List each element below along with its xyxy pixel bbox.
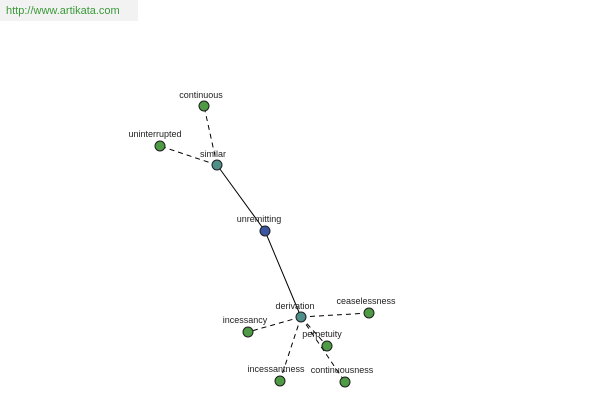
url-banner: http://www.artikata.com bbox=[0, 0, 138, 21]
labels-layer: unremitting similar derivation continuous un… bbox=[128, 90, 396, 375]
edge-derivation-ceaselessness bbox=[300, 312, 370, 318]
edge-derivation-perpetuity bbox=[300, 316, 328, 347]
site-url-link[interactable]: http://www.artikata.com bbox=[6, 4, 120, 17]
edge-derivation-incessancy bbox=[247, 316, 302, 333]
node-label-unremitting[interactable]: unremitting bbox=[237, 214, 282, 224]
node-continuousness[interactable] bbox=[339, 376, 351, 388]
edge-similar-continuous bbox=[203, 105, 218, 166]
node-unremitting[interactable] bbox=[259, 225, 271, 237]
node-label-ceaselessness[interactable]: ceaselessness bbox=[336, 296, 396, 306]
node-incessancy[interactable] bbox=[242, 326, 254, 338]
node-label-continuous[interactable]: continuous bbox=[179, 90, 223, 100]
node-similar[interactable] bbox=[211, 159, 223, 171]
node-incessantness[interactable] bbox=[274, 375, 286, 387]
node-label-derivation[interactable]: derivation bbox=[275, 301, 314, 311]
node-uninterrupted[interactable] bbox=[154, 140, 166, 152]
node-label-perpetuity[interactable]: perpetuity bbox=[302, 329, 342, 339]
edge-unremitting-derivation bbox=[264, 230, 302, 318]
edge-unremitting-similar bbox=[216, 164, 266, 232]
node-derivation[interactable] bbox=[295, 311, 307, 323]
node-perpetuity[interactable] bbox=[321, 340, 333, 352]
node-label-incessancy[interactable]: incessancy bbox=[223, 315, 268, 325]
node-ceaselessness[interactable] bbox=[363, 307, 375, 319]
node-label-uninterrupted[interactable]: uninterrupted bbox=[128, 129, 181, 139]
edges-layer bbox=[159, 105, 370, 383]
node-label-continuousness[interactable]: continuousness bbox=[311, 365, 374, 375]
nodes-layer bbox=[154, 100, 375, 388]
node-label-incessantness[interactable]: incessantness bbox=[247, 364, 305, 374]
edge-derivation-incessantness bbox=[279, 316, 302, 382]
node-continuous[interactable] bbox=[198, 100, 210, 112]
edge-similar-uninterrupted bbox=[159, 145, 218, 166]
node-label-similar[interactable]: similar bbox=[200, 149, 226, 159]
